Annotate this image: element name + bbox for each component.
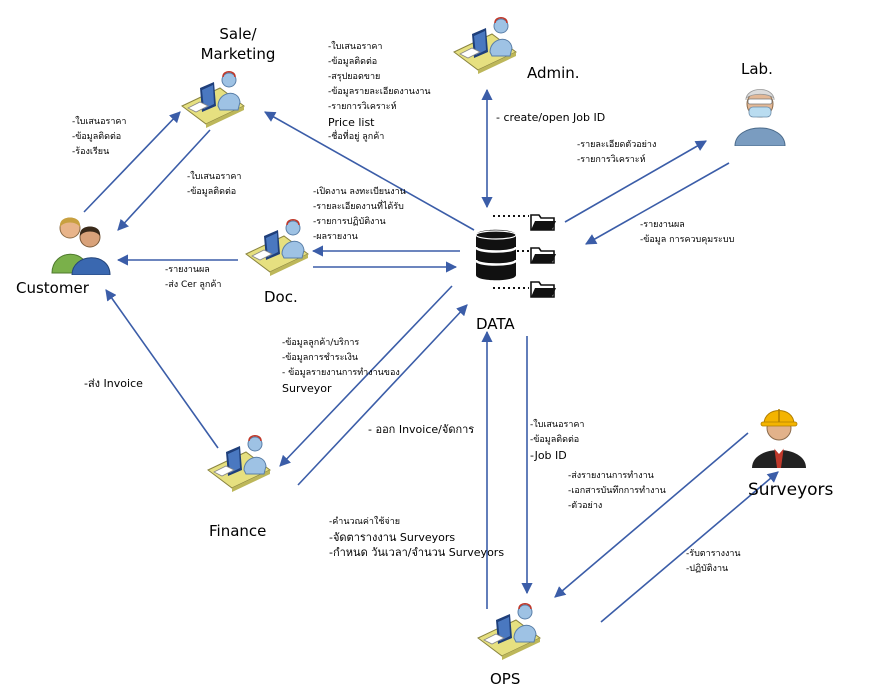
note-line: -รายการวิเคราะห์: [328, 102, 397, 112]
note-line: - ออก Invoice/จัดการ: [368, 423, 475, 436]
note-line: -รายละเอียดงานที่ได้รับ: [313, 202, 404, 212]
note-line: -ข้อมูลติดต่อ: [187, 187, 237, 197]
arrow-data-to-lab: [564, 140, 707, 223]
note-finance-to-customer: -ส่ง Invoice: [84, 376, 143, 391]
sale-operator-icon: [180, 66, 246, 132]
note-sale-to-data: -ใบเสนอราคา -ข้อมูลติดต่อ -สรุปยอดขาย -ข…: [328, 40, 431, 145]
arrow-finance-to-customer: [105, 289, 219, 449]
note-line: -จัดตารางงาน Surveyors: [329, 531, 456, 544]
note-data-to-ops: -ใบเสนอราคา -ข้อมูลติดต่อ -Job ID: [530, 418, 584, 463]
surveyor-hardhat-icon: [750, 404, 808, 472]
folder-icon: [530, 245, 556, 269]
folder-icon: [530, 212, 556, 236]
node-label-lab: Lab.: [741, 60, 773, 78]
customer-people-icon: [50, 215, 114, 279]
note-line: -คำนวณค่าใช้จ่าย: [329, 517, 401, 527]
note-line: -ใบเสนอราคา: [187, 172, 242, 182]
ops-operator-icon: [476, 598, 542, 664]
note-line: -ผลรายงาน: [313, 232, 358, 242]
note-line: -ปฏิบัติงาน: [686, 564, 729, 574]
finance-operator-icon: [206, 430, 272, 496]
note-line: -เปิดงาน ลงทะเบียนงาน: [313, 187, 406, 197]
note-line: -ข้อมูลการชำระเงิน: [282, 353, 359, 363]
note-line: -ส่ง Cer ลูกค้า: [165, 280, 222, 290]
node-label-ops: OPS: [490, 670, 521, 688]
arrow-lab-to-data: [585, 162, 730, 245]
arrow-finance-to-data: [297, 304, 468, 486]
note-line: -รายงานผล: [640, 220, 685, 230]
doc-operator-icon: [244, 214, 310, 280]
arrow-customer-to-sale: [83, 111, 181, 213]
note-line: -ข้อมูลรายละเอียดงานงาน: [328, 87, 431, 97]
note-doc-to-customer: -รายงานผล -ส่ง Cer ลูกค้า: [165, 263, 221, 293]
node-label-finance: Finance: [209, 522, 267, 540]
arrow-data-to-finance: [279, 285, 453, 467]
note-line: Surveyor: [282, 382, 332, 395]
node-label-surveyors: Surveyors: [748, 480, 834, 500]
arrow-surveyors-to-ops: [554, 432, 749, 598]
note-line: -ส่ง Invoice: [84, 377, 143, 390]
note-line: -รายงานผล: [165, 265, 210, 275]
note-line: -Job ID: [530, 449, 567, 462]
node-label-data: DATA: [476, 315, 515, 333]
arrow-ops-to-surveyors: [600, 471, 779, 623]
note-line: -กำหนด วันเวลา/จำนวน Surveyors: [329, 546, 505, 559]
note-doc-data: -เปิดงาน ลงทะเบียนงาน -รายละเอียดงานที่ไ…: [313, 185, 406, 245]
node-label-sale-marketing: Sale/ Marketing: [200, 25, 276, 63]
note-line: -ตัวอย่าง: [568, 501, 603, 511]
arrow-data-to-sale: [264, 111, 475, 231]
node-label-customer: Customer: [16, 279, 89, 297]
note-line: -ส่งรายงานการทำงาน: [568, 471, 654, 481]
database-icon: [474, 229, 518, 285]
note-data-to-lab: -รายละเอียดตัวอย่าง -รายการวิเคราะห์: [577, 138, 656, 168]
data-link-dots: [493, 215, 529, 289]
note-line: -รายการปฏิบัติงาน: [313, 217, 386, 227]
note-line: - ข้อมูลรายงานการทำงานของ: [282, 368, 400, 378]
note-line: -ใบเสนอราคา: [328, 42, 383, 52]
note-sale-to-customer: -ใบเสนอราคา -ข้อมูลติดต่อ: [187, 170, 241, 200]
note-line: -ข้อมูลติดต่อ: [530, 435, 580, 445]
node-label-doc: Doc.: [264, 288, 298, 306]
note-line: -สรุปยอดขาย: [328, 72, 381, 82]
note-line: -ข้อมูล การควบคุมระบบ: [640, 235, 735, 245]
note-line: -รับตารางงาน: [686, 549, 741, 559]
arrow-sale-to-customer: [117, 129, 211, 231]
note-finance-to-data: - ออก Invoice/จัดการ: [368, 422, 474, 437]
note-ops-to-finance: -คำนวณค่าใช้จ่าย -จัดตารางงาน Surveyors …: [329, 515, 504, 560]
note-line: -รายการวิเคราะห์: [577, 155, 646, 165]
note-customer-to-sale: -ใบเสนอราคา -ข้อมูลติดต่อ -ร้องเรียน: [72, 115, 126, 160]
note-line: -ข้อมูลลูกค้า/บริการ: [282, 338, 360, 348]
note-line: -ชื่อที่อยู่ ลูกค้า: [328, 132, 385, 142]
note-surveyors-to-ops: -ส่งรายงานการทำงาน -เอกสารบันทึกการทำงาน…: [568, 469, 666, 514]
note-line: -ข้อมูลติดต่อ: [72, 132, 122, 142]
note-lab-to-data: -รายงานผล -ข้อมูล การควบคุมระบบ: [640, 218, 734, 248]
note-line: -ใบเสนอราคา: [72, 117, 127, 127]
note-line: Price list: [328, 116, 375, 129]
folder-icon: [530, 279, 556, 303]
note-line: -รายละเอียดตัวอย่าง: [577, 140, 657, 150]
note-line: -เอกสารบันทึกการทำงาน: [568, 486, 666, 496]
note-ops-to-surveyors: -รับตารางงาน -ปฏิบัติงาน: [686, 547, 741, 577]
note-line: -ร้องเรียน: [72, 147, 110, 157]
note-data-to-finance: -ข้อมูลลูกค้า/บริการ -ข้อมูลการชำระเงิน …: [282, 336, 400, 396]
note-admin-data: - create/open Job ID: [496, 110, 605, 125]
note-line: -ใบเสนอราคา: [530, 420, 585, 430]
node-label-admin: Admin.: [527, 64, 580, 82]
lab-technician-icon: [733, 86, 787, 150]
admin-operator-icon: [452, 12, 518, 78]
note-line: - create/open Job ID: [496, 111, 606, 124]
note-line: -ข้อมูลติดต่อ: [328, 57, 378, 67]
